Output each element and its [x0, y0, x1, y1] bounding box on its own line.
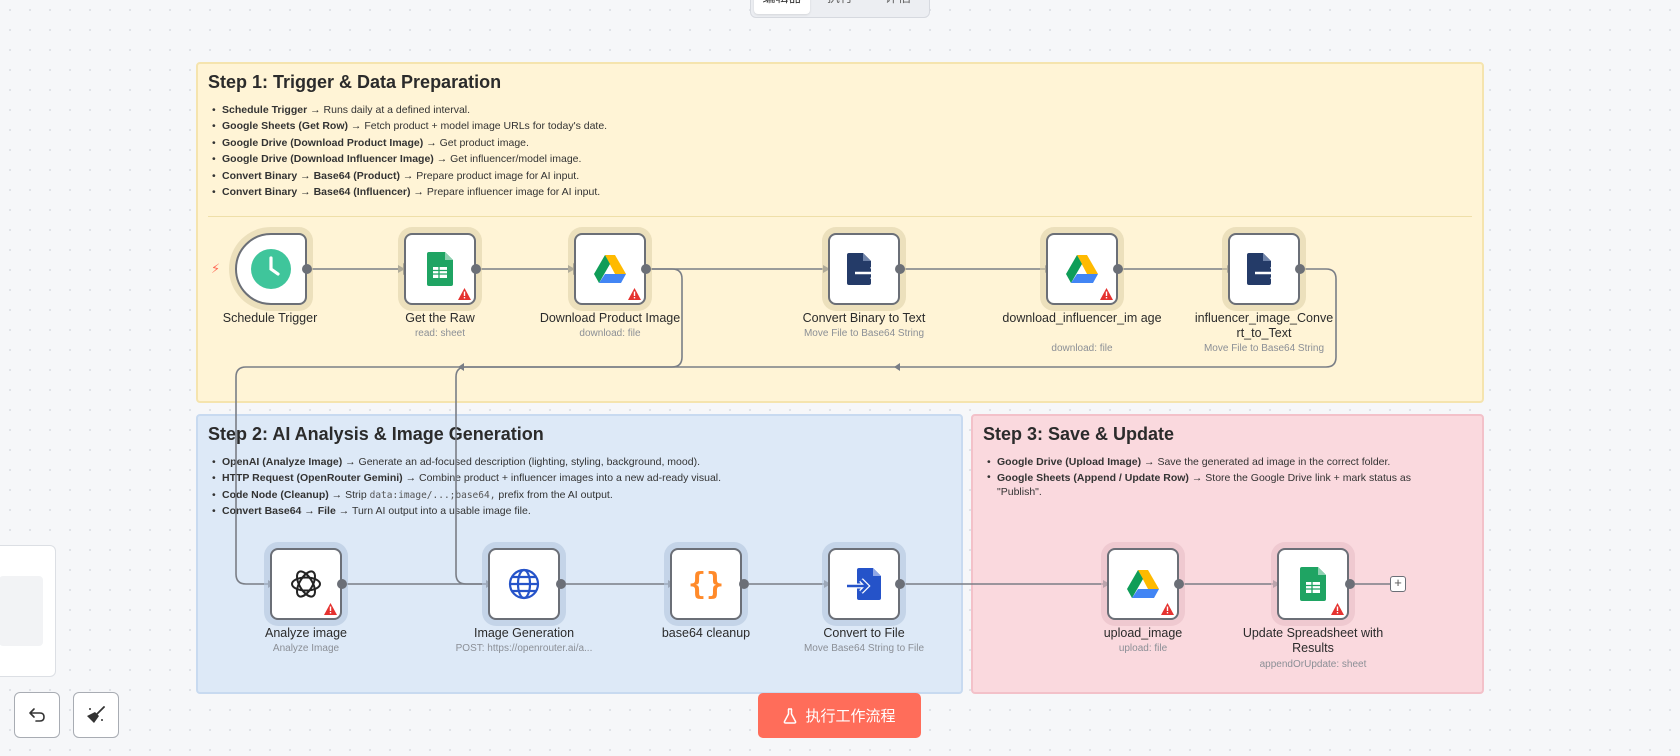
- node-download-product-image[interactable]: [574, 233, 646, 305]
- node-label: Download Product Image: [539, 311, 681, 325]
- file-import-icon: [847, 568, 881, 600]
- step3-bullets: Google Drive (Upload Image) → Save the g…: [985, 454, 1455, 499]
- node-convert-to-file[interactable]: [828, 548, 900, 620]
- node-subtitle: upload: file: [1118, 643, 1168, 654]
- warning-icon: [628, 288, 641, 300]
- output-port[interactable]: [471, 264, 481, 274]
- output-port[interactable]: [1174, 579, 1184, 589]
- list-item: Code Node (Cleanup) → Strip data:image/.…: [210, 487, 721, 504]
- node-label: Convert Binary to Text: [802, 311, 926, 325]
- node-subtitle: Analyze Image: [272, 643, 340, 654]
- undo-button[interactable]: [14, 692, 60, 738]
- output-port[interactable]: [337, 579, 347, 589]
- google-drive-icon: [1066, 255, 1098, 283]
- node-influencer-image-convert[interactable]: [1228, 233, 1300, 305]
- node-subtitle: read: sheet: [414, 328, 466, 339]
- tab-evaluations[interactable]: 评估: [870, 0, 926, 14]
- node-label: base64 cleanup: [661, 626, 751, 640]
- node-label: Schedule Trigger: [222, 311, 318, 325]
- openai-icon: [291, 570, 321, 598]
- execute-workflow-label: 执行工作流程: [805, 708, 896, 725]
- broom-icon: [87, 706, 105, 723]
- node-subtitle: POST: https://openrouter.ai/a...: [455, 643, 593, 654]
- node-get-the-raw[interactable]: [404, 233, 476, 305]
- warning-icon: [324, 603, 337, 615]
- node-subtitle: Move File to Base64 String: [803, 328, 925, 339]
- node-subtitle: download: file: [579, 328, 641, 339]
- node-subtitle: appendOrUpdate: sheet: [1259, 659, 1367, 670]
- output-port[interactable]: [895, 579, 905, 589]
- node-subtitle: Move Base64 String to File: [803, 643, 925, 654]
- step1-title: Step 1: Trigger & Data Preparation: [208, 72, 502, 92]
- list-item: Convert Binary → Base64 (Influencer) → P…: [210, 184, 607, 201]
- google-drive-icon: [1127, 570, 1159, 598]
- list-item: Google Drive (Download Influencer Image)…: [210, 151, 607, 168]
- output-port[interactable]: [1113, 264, 1123, 274]
- side-panel-content: [0, 576, 43, 646]
- code-braces-icon: {}: [687, 566, 725, 602]
- node-base64-cleanup[interactable]: {}: [670, 548, 742, 620]
- node-label: Get the Raw: [405, 311, 475, 325]
- file-export-icon: [847, 253, 879, 285]
- google-sheets-icon: [1300, 567, 1326, 601]
- node-label: download_influencer_im age: [1002, 311, 1162, 325]
- node-schedule-trigger[interactable]: [235, 233, 307, 305]
- tab-editor[interactable]: 编辑器: [754, 0, 810, 14]
- list-item: Google Sheets (Append / Update Row) → St…: [985, 470, 1455, 499]
- undo-icon: [29, 708, 45, 722]
- output-port[interactable]: [556, 579, 566, 589]
- add-node-plus-icon[interactable]: +: [1390, 576, 1406, 592]
- list-item: Google Drive (Upload Image) → Save the g…: [985, 454, 1455, 471]
- tidy-up-button[interactable]: [73, 692, 119, 738]
- step1-bullets: Schedule Trigger → Runs daily at a defin…: [210, 102, 607, 201]
- node-subtitle: Move File to Base64 String: [1203, 343, 1325, 354]
- node-label: influencer_image_Conve rt_to_Text: [1194, 311, 1334, 340]
- google-drive-icon: [594, 255, 626, 283]
- google-sheets-icon: [427, 252, 453, 286]
- list-item: Schedule Trigger → Runs daily at a defin…: [210, 102, 607, 119]
- divider: [208, 216, 1472, 217]
- warning-icon: [1161, 603, 1174, 615]
- view-tabs: 编辑器 执行 评估: [750, 0, 930, 18]
- file-export-icon: [1247, 253, 1279, 285]
- sticky-note-step3[interactable]: Step 3: Save & Update Google Drive (Uplo…: [971, 414, 1484, 694]
- output-port[interactable]: [1345, 579, 1355, 589]
- node-update-spreadsheet[interactable]: [1277, 548, 1349, 620]
- node-convert-binary-to-text[interactable]: [828, 233, 900, 305]
- list-item: Google Sheets (Get Row) → Fetch product …: [210, 118, 607, 135]
- list-item: OpenAI (Analyze Image) → Generate an ad-…: [210, 454, 721, 471]
- node-label: Analyze image: [265, 626, 347, 640]
- list-item: Convert Binary → Base64 (Product) → Prep…: [210, 168, 607, 185]
- execute-workflow-button[interactable]: 执行工作流程: [758, 693, 921, 738]
- output-port[interactable]: [641, 264, 651, 274]
- node-upload-image[interactable]: [1107, 548, 1179, 620]
- step3-title: Step 3: Save & Update: [983, 424, 1175, 444]
- node-label: Update Spreadsheet with Results: [1242, 626, 1384, 655]
- node-analyze-image[interactable]: [270, 548, 342, 620]
- node-label: Convert to File: [823, 626, 905, 640]
- trigger-bolt-icon: ⚡: [211, 261, 221, 276]
- node-label: upload_image: [1103, 626, 1183, 640]
- list-item: Convert Base64 → File → Turn AI output i…: [210, 503, 721, 520]
- globe-icon: [508, 568, 540, 600]
- output-port[interactable]: [895, 264, 905, 274]
- node-subtitle: download: file: [1051, 343, 1113, 354]
- node-label: Image Generation: [473, 626, 575, 640]
- warning-icon: [1100, 288, 1113, 300]
- output-port[interactable]: [302, 264, 312, 274]
- node-download-influencer-image[interactable]: [1046, 233, 1118, 305]
- step2-title: Step 2: AI Analysis & Image Generation: [208, 424, 544, 444]
- side-panel: [0, 545, 56, 677]
- clock-icon: [251, 249, 291, 289]
- node-image-generation[interactable]: [488, 548, 560, 620]
- warning-icon: [458, 288, 471, 300]
- tab-executions[interactable]: 执行: [812, 0, 868, 14]
- output-port[interactable]: [1295, 264, 1305, 274]
- flask-icon: [784, 707, 797, 724]
- warning-icon: [1331, 603, 1344, 615]
- step2-bullets: OpenAI (Analyze Image) → Generate an ad-…: [210, 454, 721, 520]
- list-item: HTTP Request (OpenRouter Gemini) → Combi…: [210, 470, 721, 487]
- list-item: Google Drive (Download Product Image) → …: [210, 135, 607, 152]
- output-port[interactable]: [739, 579, 749, 589]
